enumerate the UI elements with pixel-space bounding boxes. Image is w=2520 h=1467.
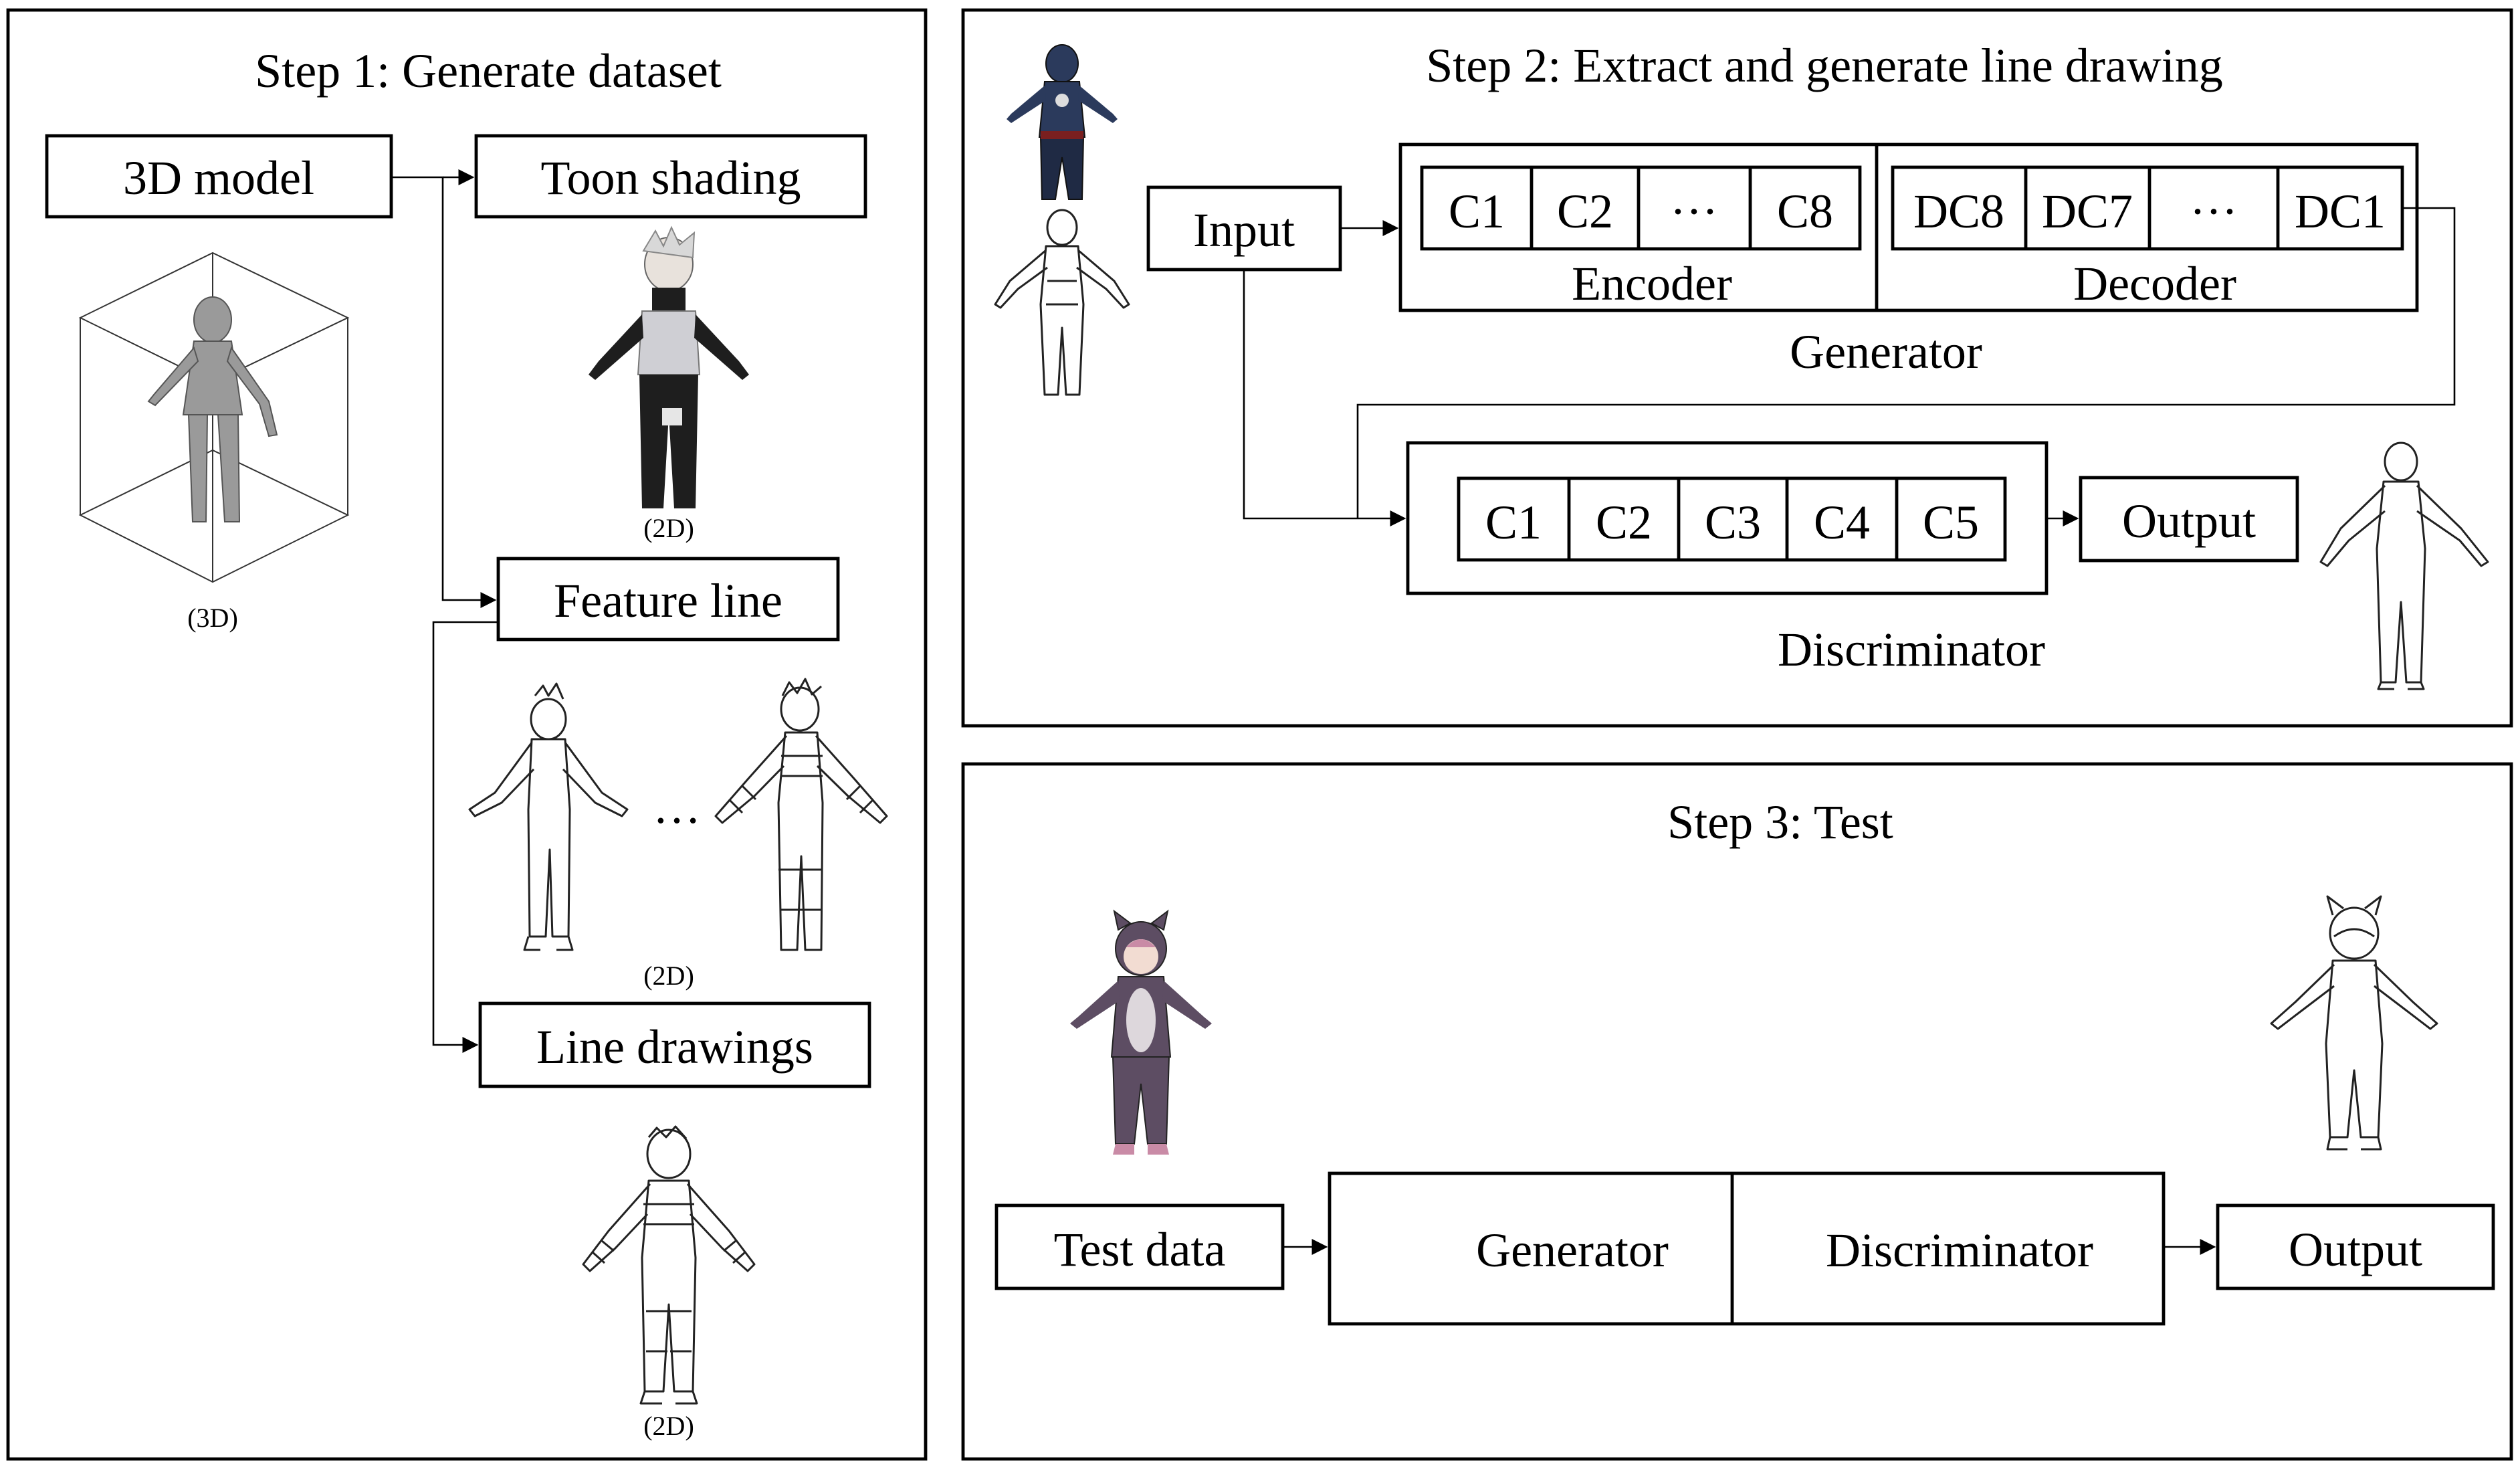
step2-output-box	[2079, 476, 2299, 563]
input-box	[1146, 185, 1342, 272]
toon-shading-label: Toon shading	[541, 151, 801, 205]
input-label: Input	[1193, 203, 1295, 257]
model-3d-illustration: (3D)	[78, 252, 350, 633]
test-generator-label: Generator	[1476, 1224, 1669, 1277]
feature-line-label: Feature line	[554, 574, 782, 627]
discriminator-label: Discriminator	[1778, 623, 2045, 676]
step1-panel-border	[6, 8, 928, 1461]
ellipsis-between-figures: …	[653, 780, 701, 834]
test-discriminator-label: Discriminator	[1826, 1224, 2093, 1277]
decoder-cell-8: DC8	[1913, 185, 2004, 238]
decoder-cells: DC8 DC7 ··· DC1	[1891, 165, 2404, 251]
caption-3d: (3D)	[187, 603, 238, 633]
step3-panel: Step 3: Test Test data	[961, 762, 2513, 1461]
toon-shading-box	[474, 134, 867, 219]
feature-line-box	[496, 557, 840, 642]
test-data-box	[994, 1203, 1285, 1290]
discriminator-cell-3: C3	[1705, 496, 1761, 549]
step1-title: Step 1: Generate dataset	[255, 44, 722, 98]
encoder-cell-2: C2	[1557, 185, 1613, 238]
detailed-line-figure	[714, 678, 888, 951]
decoder-cell-7: DC7	[2042, 185, 2133, 238]
step3-panel-border	[961, 762, 2513, 1461]
discriminator-cell-2: C2	[1596, 496, 1652, 549]
test-color-figure	[1070, 909, 1212, 1155]
toon-shaded-figure: (2D)	[589, 225, 749, 543]
decoder-cell-1: DC1	[2295, 185, 2386, 238]
step2-title: Step 2: Extract and generate line drawin…	[1426, 39, 2223, 92]
encoder-cell-ellipsis: ···	[1670, 185, 1718, 238]
encoder-cell-1: C1	[1449, 185, 1505, 238]
encoder-label: Encoder	[1572, 257, 1732, 310]
input-line-figure	[994, 209, 1130, 396]
caption-2d-toon: (2D)	[643, 513, 694, 543]
step2-panel: Step 2: Extract and generate line drawin…	[961, 8, 2513, 728]
model-3d-box	[45, 134, 393, 219]
encoder-cells: C1 C2 ··· C8	[1420, 165, 1862, 251]
decoder-cell-ellipsis: ···	[2190, 185, 2238, 238]
output-line-figure	[2319, 442, 2489, 690]
line-drawings-label: Line drawings	[536, 1020, 813, 1074]
step3-title: Step 3: Test	[1667, 795, 1893, 849]
caption-2d-feature: (2D)	[643, 961, 694, 991]
decoder-label: Decoder	[2073, 257, 2236, 310]
generator-label: Generator	[1790, 325, 1982, 379]
test-model-box	[1328, 1171, 2166, 1326]
test-output-line-figure	[2270, 895, 2438, 1151]
discriminator-cell-1: C1	[1485, 496, 1542, 549]
feature-line-figures: … (2D)	[468, 678, 888, 991]
outline-figure	[468, 682, 629, 951]
step3-output-label: Output	[2289, 1223, 2422, 1276]
test-data-label: Test data	[1054, 1223, 1226, 1276]
feature-to-line-arrow	[432, 621, 498, 1053]
step1-panel: Step 1: Generate dataset 3D model Toon s…	[6, 8, 928, 1461]
step2-output-label: Output	[2122, 494, 2256, 548]
step3-output-box	[2216, 1203, 2495, 1290]
step2-panel-border	[961, 8, 2513, 728]
encoder-cell-8: C8	[1777, 185, 1833, 238]
input-color-figure	[1007, 44, 1118, 200]
discriminator-cell-4: C4	[1814, 496, 1870, 549]
discriminator-cell-5: C5	[1923, 496, 1979, 549]
line-drawing-figure	[582, 1125, 756, 1405]
model-3d-label: 3D model	[123, 151, 314, 205]
line-drawings-box	[478, 1001, 871, 1088]
discriminator-cells: C1 C2 C3 C4 C5	[1457, 476, 2007, 562]
model-to-feature-arrow	[391, 176, 497, 608]
generator-feedback-line	[1356, 207, 2456, 518]
caption-2d-line: (2D)	[643, 1411, 694, 1441]
input-to-discriminator-arrow	[1243, 270, 1406, 526]
